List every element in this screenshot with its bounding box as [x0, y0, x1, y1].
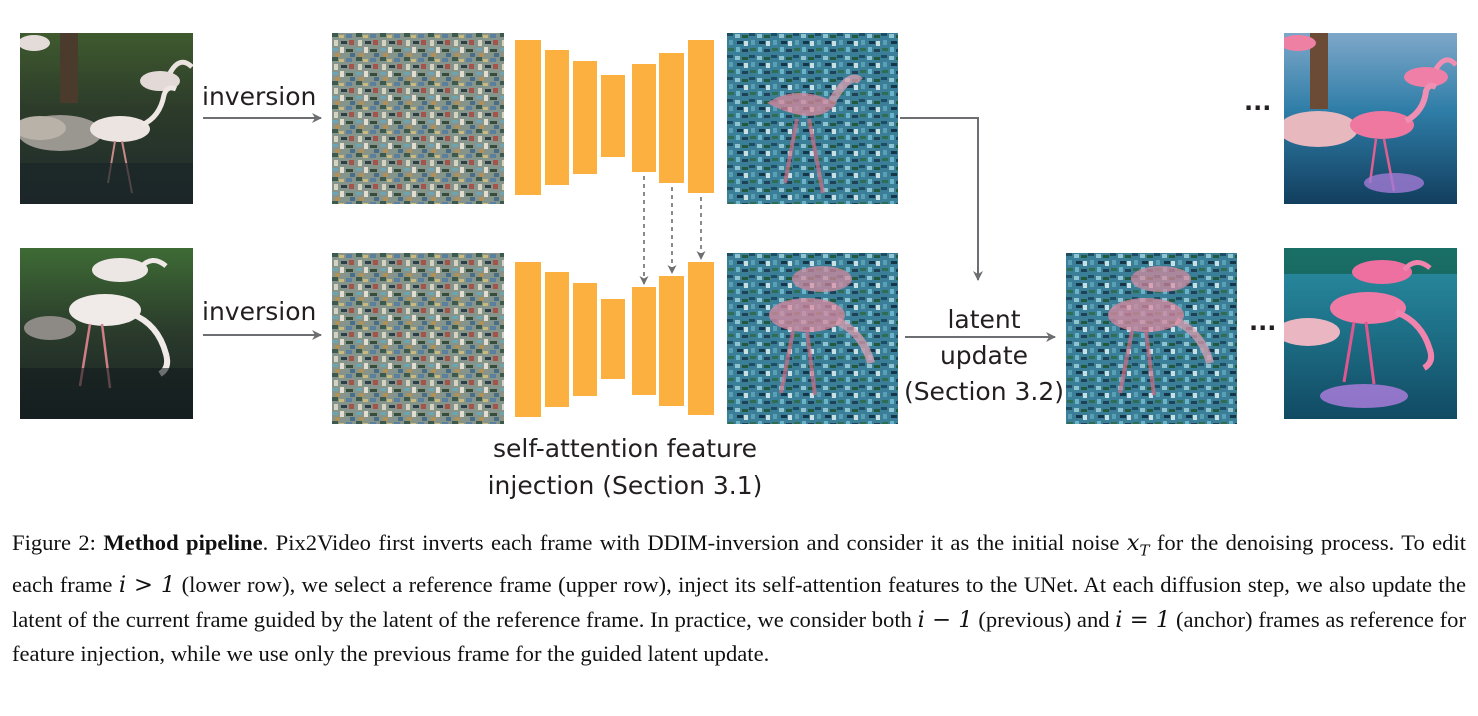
caption-figure-number: Figure 2: [12, 530, 96, 555]
output-frame-top [1284, 33, 1457, 204]
label-self-attention: self-attention feature injection (Sectio… [470, 430, 780, 504]
figure-caption: Figure 2: Method pipeline. Pix2Video fir… [12, 526, 1466, 671]
unet-bottom-block-6 [659, 276, 684, 406]
unet-top-block-7 [688, 40, 714, 193]
unet-bottom-block-7 [688, 262, 714, 415]
caption-math-xT: xT [1126, 530, 1150, 560]
unet-top-block-2 [545, 50, 569, 185]
label-inversion-bottom: inversion [202, 297, 317, 326]
label-latent-line1: latent [947, 305, 1021, 334]
caption-text-5: (anchor) frames as reference for feature… [12, 606, 1466, 667]
label-self-attention-line2: injection (Section 3.1) [487, 471, 763, 500]
output-frame-bottom [1284, 248, 1457, 419]
unet-top-block-4 [601, 75, 625, 157]
unet-bottom-block-5 [632, 287, 656, 395]
label-inversion-top: inversion [202, 82, 317, 111]
edited-latent-bottom [727, 253, 898, 424]
unet-bottom-block-2 [545, 272, 569, 407]
label-latent-line2: update [939, 341, 1029, 370]
unet-top [515, 40, 714, 195]
label-latent-line3: (Section 3.2) [903, 377, 1065, 406]
unet-bottom [515, 262, 714, 417]
ellipsis-top: ... [1244, 88, 1272, 116]
edited-latent-top [727, 33, 898, 204]
pipeline-figure: inversion inversion self-attention featu… [20, 33, 1457, 504]
unet-top-block-3 [573, 61, 597, 174]
pipeline-diagram [203, 40, 1056, 417]
ellipsis-bottom: ... [1249, 308, 1277, 336]
caption-math-i-eq-1: i = 1 [1115, 606, 1171, 633]
caption-math-i-gt-1: i > 1 [118, 572, 176, 599]
latent-guide-arrow [900, 117, 983, 281]
unet-top-block-6 [659, 53, 684, 183]
unet-bottom-block-3 [573, 283, 597, 396]
unet-top-block-1 [515, 40, 541, 195]
input-frame-bottom [20, 248, 193, 419]
caption-text-4: (previous) and [972, 606, 1116, 632]
input-frame-top [20, 33, 193, 204]
noise-latent-top [332, 33, 504, 204]
noise-latent-bottom [332, 253, 504, 424]
caption-text-1: . Pix2Video first inverts each frame wit… [262, 530, 1120, 555]
caption-math-i-minus-1: i − 1 [917, 606, 973, 633]
updated-latent-bottom [1066, 253, 1237, 424]
caption-title: Method pipeline [103, 530, 263, 555]
unet-top-block-5 [632, 64, 656, 172]
unet-bottom-block-1 [515, 262, 541, 417]
caption-text-2: for the denoising process. To edit each … [12, 530, 1467, 598]
label-self-attention-line1: self-attention feature [492, 434, 758, 463]
caption-text-3: (lower row), we select a reference frame… [12, 572, 1466, 632]
unet-bottom-block-4 [601, 299, 625, 379]
label-latent-update: latent update (Section 3.2) [896, 302, 1072, 410]
